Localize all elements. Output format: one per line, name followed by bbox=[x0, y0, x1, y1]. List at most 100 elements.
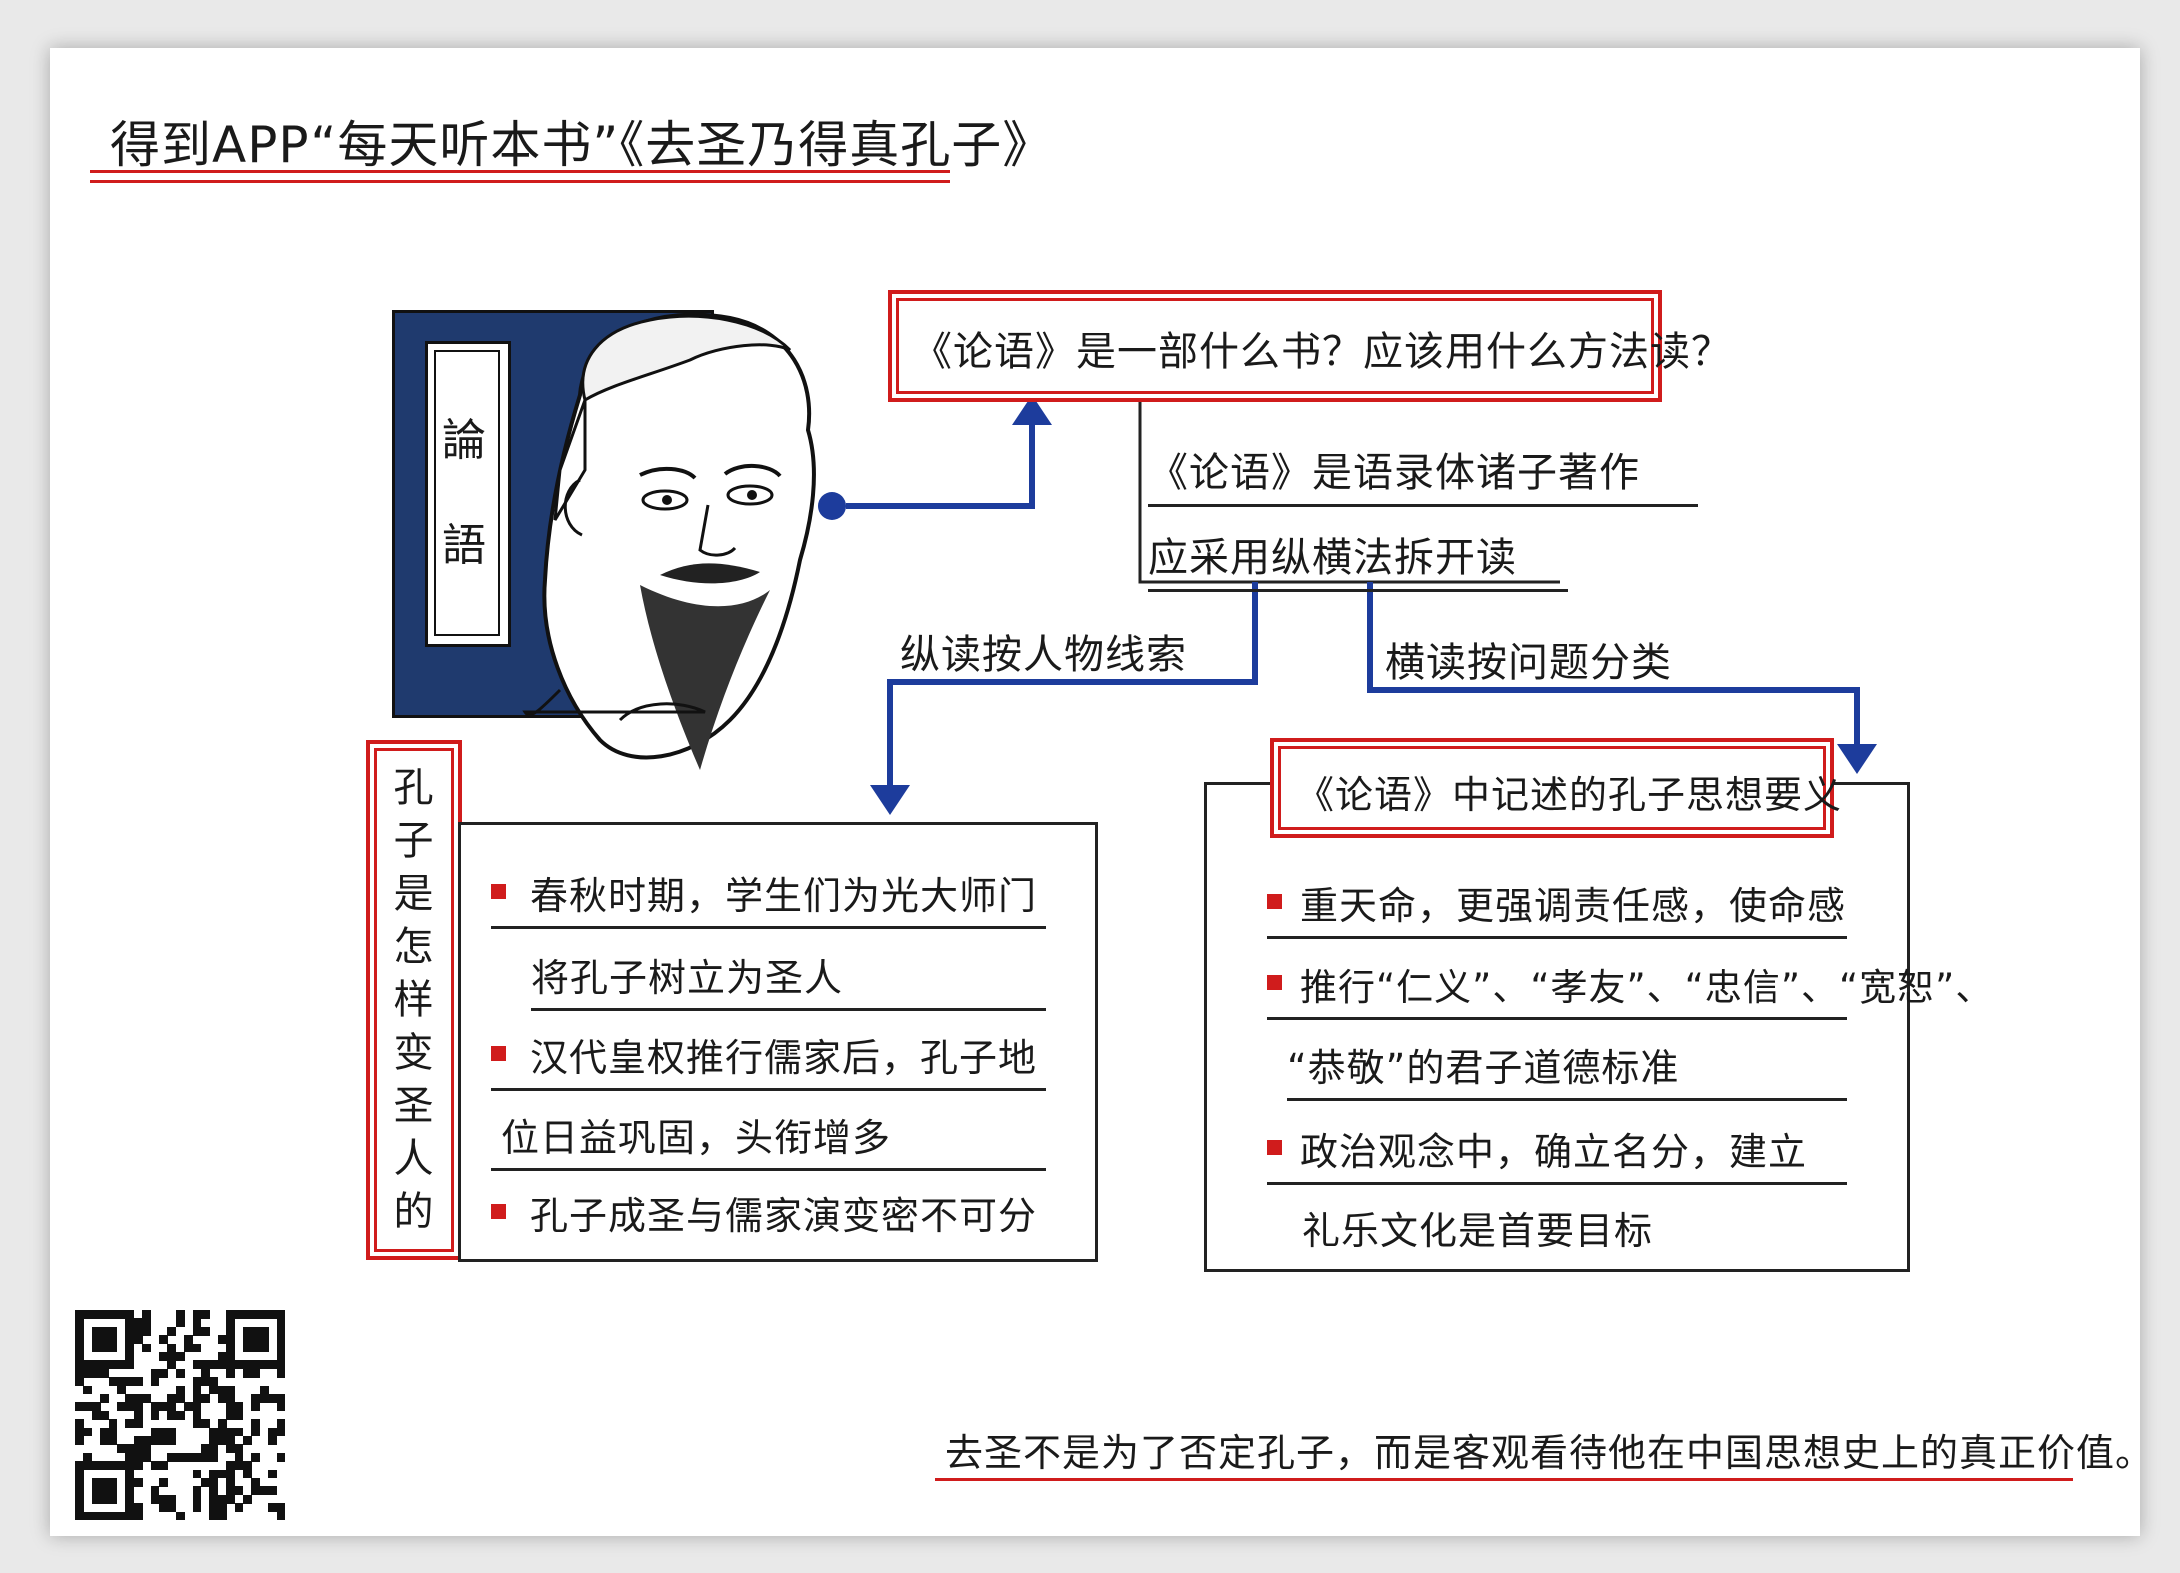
qr-module bbox=[201, 1452, 210, 1462]
qr-module bbox=[125, 1461, 135, 1471]
bullet-icon bbox=[1267, 1140, 1282, 1155]
qr-module bbox=[75, 1503, 84, 1513]
qr-module bbox=[217, 1511, 227, 1521]
qr-module bbox=[133, 1335, 143, 1345]
qr-module bbox=[209, 1360, 219, 1370]
qr-module bbox=[217, 1436, 227, 1445]
left-line-1: 春秋时期，学生们为光大师门 bbox=[491, 865, 1046, 929]
qr-module bbox=[83, 1461, 93, 1471]
left-title-char: 子 bbox=[393, 818, 435, 864]
title-underline-bottom bbox=[90, 180, 950, 183]
qr-module bbox=[276, 1318, 286, 1328]
qr-module bbox=[192, 1402, 202, 1412]
qr-module bbox=[133, 1503, 143, 1513]
qr-module bbox=[259, 1343, 269, 1353]
qr-module bbox=[167, 1402, 177, 1412]
qr-module bbox=[217, 1469, 227, 1479]
qr-module bbox=[133, 1444, 143, 1454]
qr-module bbox=[226, 1343, 236, 1353]
qr-module bbox=[276, 1427, 286, 1437]
qr-module bbox=[150, 1461, 160, 1471]
qr-module bbox=[125, 1419, 135, 1429]
qr-code bbox=[75, 1310, 286, 1521]
left-title-char: 变 bbox=[393, 1030, 435, 1076]
qr-module bbox=[91, 1343, 101, 1353]
qr-module bbox=[251, 1343, 261, 1353]
qr-module bbox=[125, 1310, 135, 1319]
qr-module bbox=[226, 1478, 236, 1487]
qr-module bbox=[226, 1436, 236, 1445]
left-line-5: 孔子成圣与儒家演变密不可分 bbox=[491, 1185, 1071, 1240]
qr-module bbox=[209, 1511, 219, 1521]
qr-module bbox=[75, 1352, 84, 1361]
qr-module bbox=[192, 1486, 202, 1496]
qr-module bbox=[209, 1494, 219, 1504]
qr-module bbox=[125, 1377, 135, 1387]
qr-module bbox=[251, 1335, 261, 1345]
qr-module bbox=[226, 1402, 236, 1412]
qr-module bbox=[142, 1318, 152, 1328]
qr-module bbox=[209, 1444, 219, 1454]
qr-module bbox=[226, 1385, 236, 1395]
qr-module bbox=[133, 1318, 143, 1328]
qr-module bbox=[192, 1452, 202, 1462]
right-section-box: 重天命，更强调责任感，使命感 推行“仁义”、“孝友”、“忠信”、“宽恕”、 “恭… bbox=[1204, 782, 1992, 1272]
answer-line-2: 应采用纵横法拆开读 bbox=[1148, 525, 1568, 592]
qr-module bbox=[91, 1360, 101, 1370]
qr-module bbox=[100, 1394, 110, 1403]
qr-module bbox=[276, 1326, 286, 1336]
qr-module bbox=[276, 1402, 286, 1412]
left-line-4: 位日益巩固，头衔增多 bbox=[491, 1107, 1046, 1171]
qr-module bbox=[83, 1402, 93, 1412]
qr-module bbox=[251, 1310, 261, 1319]
qr-module bbox=[192, 1503, 202, 1513]
qr-module bbox=[75, 1343, 84, 1353]
qr-module bbox=[159, 1478, 168, 1487]
qr-module bbox=[117, 1385, 126, 1395]
qr-module bbox=[133, 1377, 143, 1387]
qr-module bbox=[108, 1310, 118, 1319]
qr-module bbox=[100, 1427, 110, 1437]
qr-module bbox=[125, 1469, 135, 1479]
qr-module bbox=[243, 1310, 252, 1319]
qr-module bbox=[217, 1494, 227, 1504]
qr-module bbox=[167, 1410, 177, 1420]
qr-module bbox=[192, 1360, 202, 1370]
qr-module bbox=[259, 1326, 269, 1336]
right-section-title: 《论语》中记述的孔子思想要义 bbox=[1270, 738, 1841, 838]
qr-module bbox=[192, 1310, 202, 1319]
qr-module bbox=[150, 1486, 160, 1496]
bullet-icon bbox=[491, 1046, 506, 1061]
qr-module bbox=[175, 1318, 185, 1328]
question-box: 《论语》是一部什么书？应该用什么方法读？ bbox=[888, 290, 1731, 402]
qr-module bbox=[217, 1394, 227, 1403]
right-line-5: 礼乐文化是首要目标 bbox=[1302, 1209, 1654, 1253]
qr-module bbox=[167, 1352, 177, 1361]
qr-module bbox=[243, 1494, 252, 1504]
qr-module bbox=[75, 1419, 84, 1429]
qr-module bbox=[167, 1494, 177, 1504]
arrow-left-branch bbox=[887, 582, 1258, 790]
qr-module bbox=[209, 1452, 219, 1462]
qr-module bbox=[100, 1461, 110, 1471]
qr-module bbox=[117, 1461, 126, 1471]
qr-module bbox=[83, 1368, 93, 1378]
qr-module bbox=[91, 1410, 101, 1420]
qr-module bbox=[108, 1427, 118, 1437]
qr-module bbox=[100, 1486, 110, 1496]
qr-module bbox=[117, 1444, 126, 1454]
qr-module bbox=[133, 1478, 143, 1487]
qr-module bbox=[83, 1427, 93, 1437]
qr-module bbox=[125, 1444, 135, 1454]
qr-module bbox=[125, 1494, 135, 1504]
qr-module bbox=[100, 1494, 110, 1504]
qr-module bbox=[91, 1486, 101, 1496]
qr-module bbox=[108, 1377, 118, 1387]
qr-module bbox=[243, 1436, 252, 1445]
qr-module bbox=[83, 1385, 93, 1395]
connector-dot bbox=[818, 492, 846, 520]
qr-module bbox=[209, 1478, 219, 1487]
qr-module bbox=[226, 1494, 236, 1504]
qr-module bbox=[133, 1511, 143, 1521]
qr-module bbox=[175, 1368, 185, 1378]
